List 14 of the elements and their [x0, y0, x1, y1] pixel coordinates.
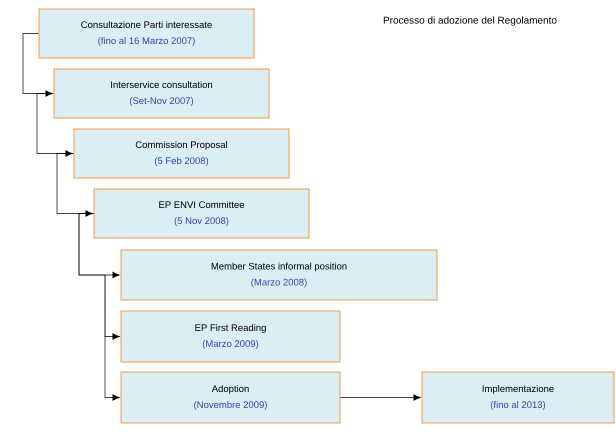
- connector-arrow: [78, 213, 120, 401]
- process-box: EP First Reading (Marzo 2009): [120, 310, 340, 362]
- process-box: Commission Proposal (5 Feb 2008): [74, 128, 290, 178]
- process-box: Consultazione Parti interessate (fino al 16 Marzo 2007): [38, 8, 254, 58]
- connector-arrow: [36, 93, 73, 157]
- process-box: Implementazione (fino al 2013): [422, 371, 614, 424]
- process-box: Interservice consultation (Set-Nov 2007): [54, 68, 270, 118]
- process-box: Adoption (Novembre 2009): [120, 371, 340, 424]
- connector-arrow: [56, 153, 93, 217]
- process-box: EP ENVI Committee (5 Nov 2008): [94, 188, 310, 238]
- title: Processo di adozione del Regolamento: [384, 16, 557, 26]
- connector-arrow: [340, 394, 421, 401]
- connector-arrow: [22, 33, 53, 97]
- process-box: Member States informal position (Marzo 2008): [120, 250, 438, 300]
